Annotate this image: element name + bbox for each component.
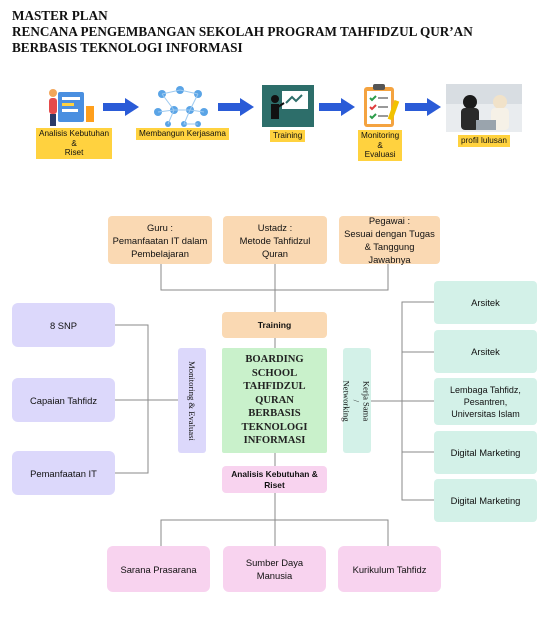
training-presentation-icon [262,85,314,127]
graduates-photo-icon [446,84,522,132]
page-title: MASTER PLAN RENCANA PENGEMBANGAN SEKOLAH… [12,8,473,56]
title-line-3: BERBASIS TEKNOLOGI INFORMASI [12,40,243,55]
flow-arrow-3 [319,98,355,116]
flow-arrow-2 [218,98,254,116]
flow-arrow-4 [405,98,441,116]
analysis-person-icon [49,89,94,126]
kerja-sama-label: Kerja Sama / Networking [342,379,372,422]
box-ustadz: Ustadz : Metode Tahfidzul Quran [223,216,327,264]
box-pegawai: Pegawai : Sesuai dengan Tugas & Tanggung… [339,215,440,265]
flow-label-analisis: Analisis Kebutuhan & Riset [36,128,113,159]
flow-arrow-1 [103,98,139,116]
box-kerja-sama: Kerja Sama / Networking [342,348,372,453]
box-pemanfaatan-it: Pemanfaatan IT [12,451,115,495]
title-line-1: MASTER PLAN [12,8,108,23]
box-center-boarding-school: BOARDING SCHOOL TAHFIDZUL QURAN BERBASIS… [222,348,327,453]
flow-label-training: Training [270,130,306,142]
box-monitoring-evaluasi: Monitoring & Evaluasi [178,348,206,453]
title-line-2: RENCANA PENGEMBANGAN SEKOLAH PROGRAM TAH… [12,24,473,39]
box-training: Training [222,312,327,338]
box-guru: Guru : Pemanfaatan IT dalam Pembelajaran [108,216,212,264]
checklist-clipboard-icon [364,84,400,127]
box-digital-marketing-2: Digital Marketing [434,479,537,522]
box-arsitek-2: Arsitek [434,330,537,373]
monitoring-evaluasi-label: Monitoring & Evaluasi [187,360,198,441]
box-sarana-prasarana: Sarana Prasarana [107,546,210,592]
network-people-icon [154,86,208,127]
box-capaian-tahfidz: Capaian Tahfidz [12,378,115,422]
flow-label-kerjasama: Membangun Kerjasama [136,128,229,140]
box-8-snp: 8 SNP [12,303,115,347]
box-lembaga-tahfidz: Lembaga Tahfidz, Pesantren, Universitas … [434,378,537,425]
flow-label-profil: profil lulusan [458,135,510,147]
flow-label-monitoring: Monitoring & Evaluasi [358,130,403,161]
box-arsitek-1: Arsitek [434,281,537,324]
box-digital-marketing-1: Digital Marketing [434,431,537,474]
box-sumber-daya-manusia: Sumber Daya Manusia [223,546,326,592]
box-kurikulum-tahfidz: Kurikulum Tahfidz [338,546,441,592]
box-analisis-kebutuhan: Analisis Kebutuhan & Riset [222,466,327,493]
